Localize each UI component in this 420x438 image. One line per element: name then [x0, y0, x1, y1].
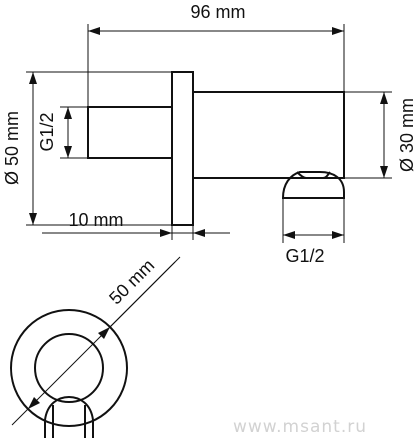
watermark-text: www.msant.ru [233, 417, 367, 437]
front-flange-inner [34, 333, 104, 403]
inlet-thread-stub [87, 106, 173, 159]
dim-10-label: 10 mm [68, 210, 123, 230]
outlet-neck-left [296, 171, 307, 179]
dim-outlet-arrow-left [283, 231, 295, 239]
dim-96-arrow-right [332, 27, 344, 35]
dim-front-extension-lower [11, 408, 29, 426]
dim-front-label: 50 mm [105, 255, 158, 308]
dim-front-arrow-lower [28, 397, 40, 409]
dim-outlet-label: G1/2 [285, 246, 324, 266]
dim-96-arrow-left [88, 27, 100, 35]
wall-flange [171, 71, 194, 226]
front-flange-outer [10, 309, 128, 427]
outlet-neck-right [322, 171, 331, 179]
dim-inlet-arrow-top [64, 107, 72, 119]
dim-30-arrow-top [380, 92, 388, 104]
dim-50-arrow-bottom [29, 213, 37, 225]
hose-outlet [281, 171, 345, 199]
dim-96-label: 96 mm [190, 2, 245, 22]
front-outlet-nub [44, 395, 94, 438]
dim-front-arrow-upper [98, 327, 110, 339]
dim-30-label: Ø 30 mm [397, 98, 417, 172]
dim-30-arrow-bottom [380, 166, 388, 178]
dim-inlet-label: G1/2 [37, 112, 57, 151]
dim-50-arrow-top [29, 72, 37, 84]
dim-outlet-arrow-right [332, 231, 344, 239]
side-view: 96 mm Ø 50 mm G1/2 10 mm Ø 30 mm [2, 2, 417, 266]
dim-inlet-arrow-bottom [64, 146, 72, 158]
dim-50-label: Ø 50 mm [2, 111, 22, 185]
main-body [193, 91, 345, 179]
dim-10-arrow-right [193, 229, 205, 237]
front-view: 50 mm [10, 255, 181, 438]
dim-10-arrow-left [160, 229, 172, 237]
